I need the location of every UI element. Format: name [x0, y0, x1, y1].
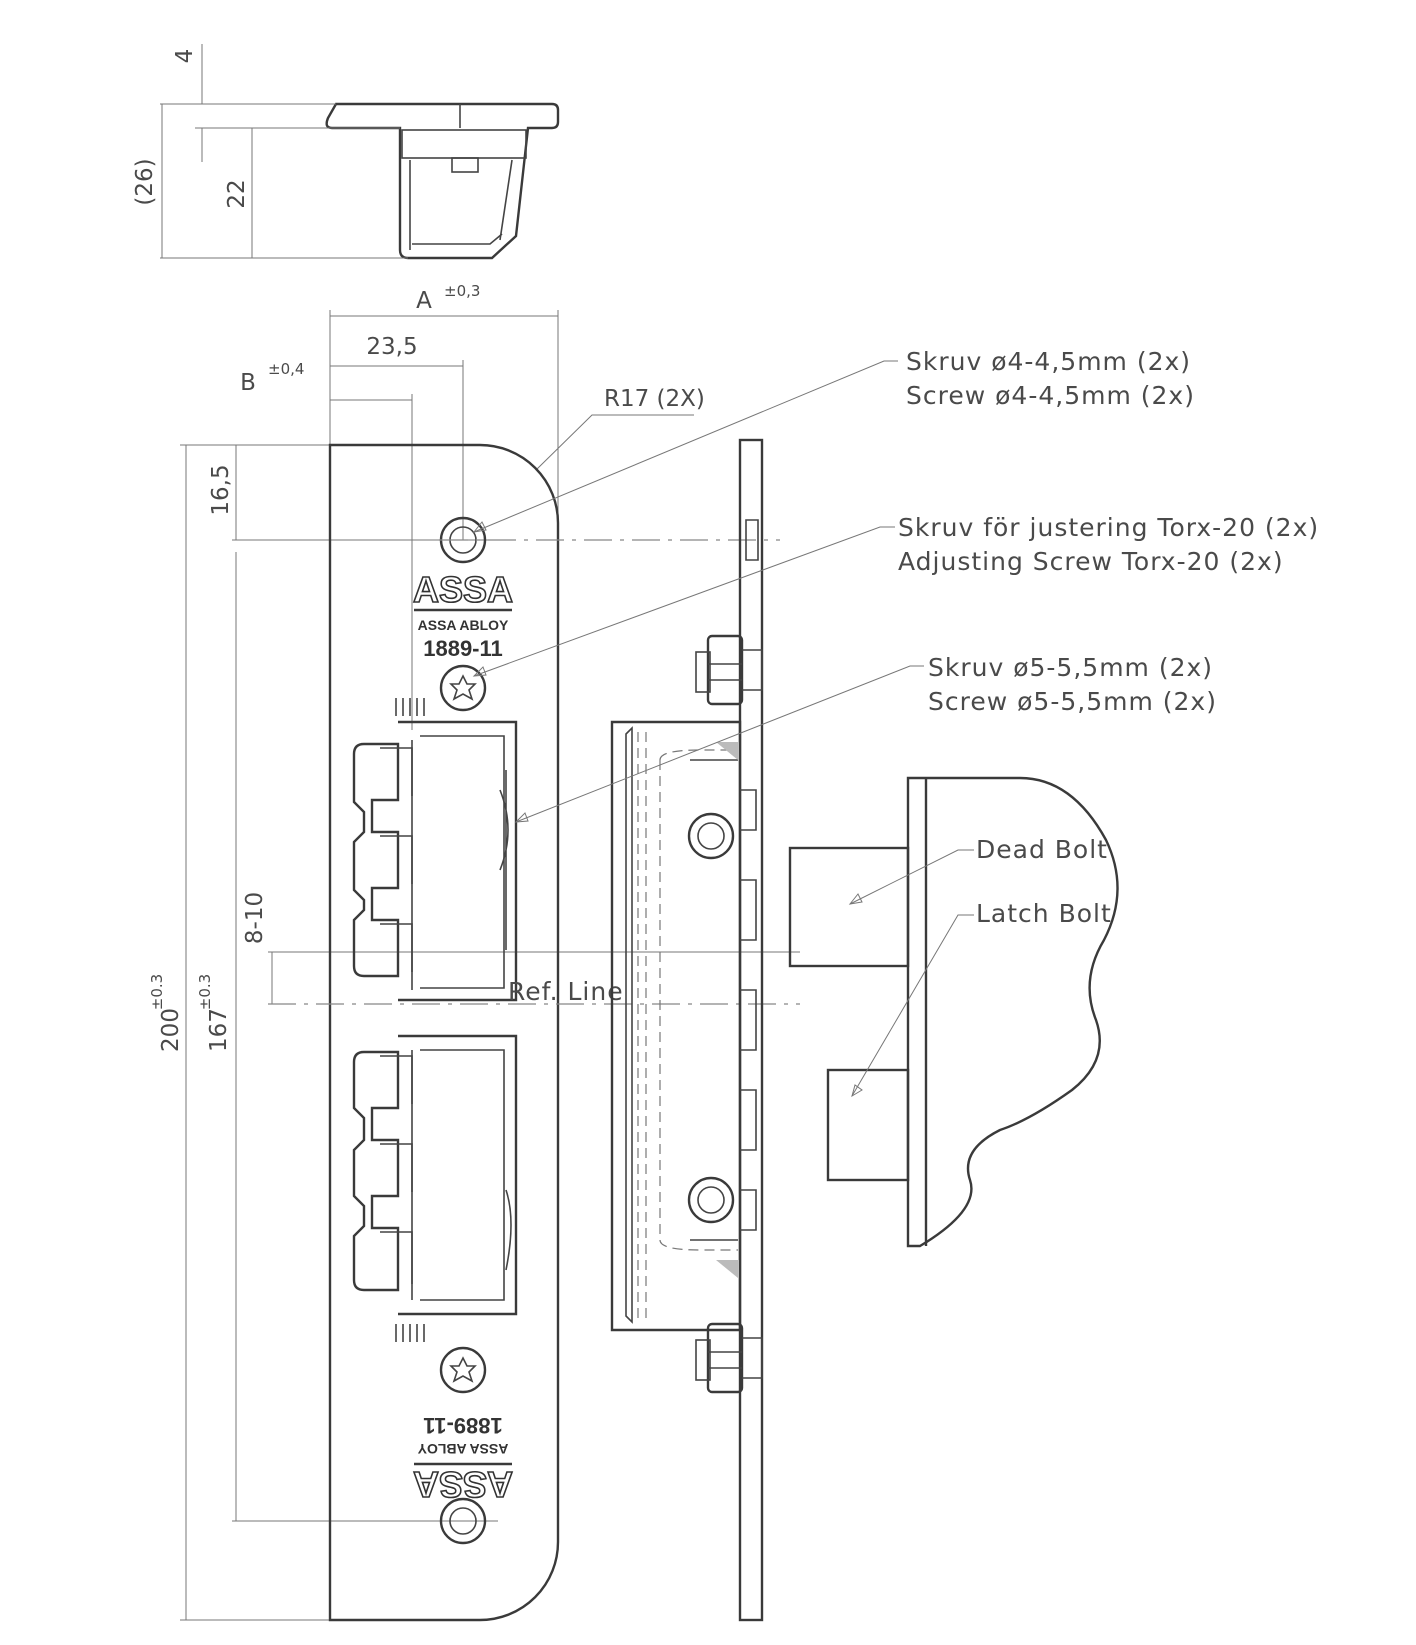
dim-A: A — [416, 288, 432, 314]
note-adjust-en: Adjusting Screw Torx-20 (2x) — [898, 547, 1284, 576]
label-latch-bolt: Latch Bolt — [976, 899, 1112, 928]
dim-200: 200 — [158, 1008, 184, 1052]
top-section-view — [325, 102, 560, 260]
dim-B: B — [240, 370, 256, 396]
brand-marking-top: ASSA ASSA ABLOY 1889-11 — [412, 568, 514, 661]
dim-200-tol: ±0.3 — [148, 974, 166, 1010]
dim-radius: R17 (2X) — [604, 386, 705, 412]
dim-8-10: 8-10 — [242, 892, 268, 944]
model-number: 1889-11 — [423, 1413, 503, 1438]
door-edge — [788, 776, 1119, 1248]
dim-top-22: 22 — [224, 179, 250, 208]
model-number: 1889-11 — [423, 636, 503, 661]
note-screw-5-en: Screw ø5-5,5mm (2x) — [928, 687, 1217, 716]
brand-logo: ASSA — [413, 1464, 513, 1505]
note-screw-5-sv: Skruv ø5-5,5mm (2x) — [928, 653, 1213, 682]
dim-23-5: 23,5 — [366, 334, 417, 360]
note-screw-4-sv: Skruv ø4-4,5mm (2x) — [906, 347, 1191, 376]
dim-top-4: 4 — [172, 49, 198, 64]
dim-167: 167 — [206, 1008, 232, 1052]
top-dimensions — [160, 44, 408, 259]
dim-B-tol: ±0,4 — [268, 360, 304, 378]
ref-line-label: Ref. Line — [508, 977, 624, 1006]
note-screw-4-en: Screw ø4-4,5mm (2x) — [906, 381, 1195, 410]
sub-brand: ASSA ABLOY — [418, 617, 509, 633]
brand-logo: ASSA — [413, 569, 513, 610]
dead-bolt — [788, 846, 910, 968]
label-dead-bolt: Dead Bolt — [976, 835, 1108, 864]
front-dimensions — [180, 310, 800, 1621]
dim-16-5: 16,5 — [208, 464, 234, 515]
dim-top-26: (26) — [132, 158, 158, 205]
side-view — [610, 438, 764, 1622]
brand-marking-bottom: ASSA ASSA ABLOY 1889-11 — [412, 1413, 514, 1506]
dim-A-tol: ±0,3 — [444, 282, 480, 300]
strike-plate — [328, 443, 560, 1622]
dim-167-tol: ±0.3 — [196, 974, 214, 1010]
sub-brand: ASSA ABLOY — [417, 1441, 508, 1457]
note-adjust-sv: Skruv för justering Torx-20 (2x) — [898, 513, 1319, 542]
latch-bolt — [826, 1068, 910, 1182]
leader-lines — [472, 360, 974, 1098]
